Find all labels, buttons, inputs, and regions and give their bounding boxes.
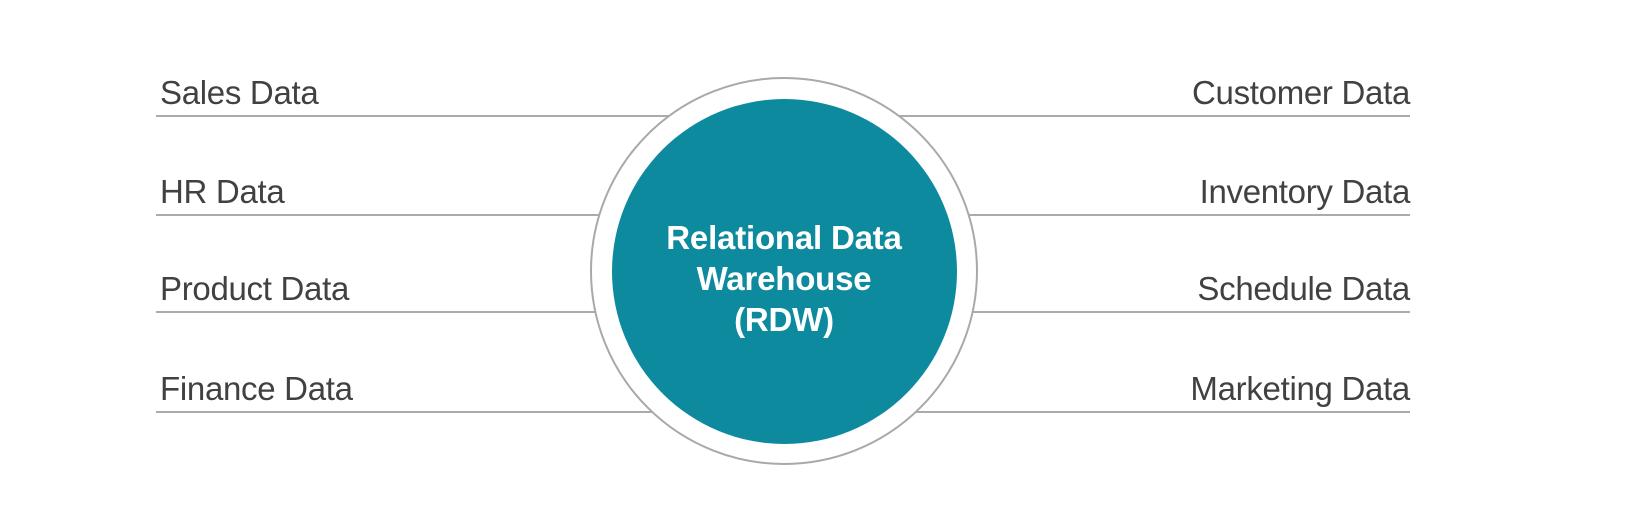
warehouse-title-line-3: (RDW) — [734, 300, 834, 338]
source-label-marketing-data: Marketing Data — [1190, 370, 1410, 407]
source-label-sales-data: Sales Data — [160, 74, 319, 111]
source-label-inventory-data: Inventory Data — [1199, 173, 1411, 210]
source-label-product-data: Product Data — [160, 270, 350, 307]
source-label-finance-data: Finance Data — [160, 370, 353, 407]
warehouse-circle: Relational Data Warehouse (RDW) — [611, 98, 957, 444]
warehouse-title: Relational Data Warehouse (RDW) — [666, 203, 902, 340]
warehouse-outer-ring: Relational Data Warehouse (RDW) — [590, 77, 978, 465]
warehouse-title-line-2: Warehouse — [696, 259, 872, 297]
source-label-hr-data: HR Data — [160, 173, 285, 210]
connector-row-4: Finance Data Marketing Data — [156, 372, 1410, 413]
warehouse-title-line-1: Relational Data — [666, 218, 902, 256]
source-label-schedule-data: Schedule Data — [1197, 270, 1410, 307]
source-label-customer-data: Customer Data — [1191, 74, 1410, 111]
